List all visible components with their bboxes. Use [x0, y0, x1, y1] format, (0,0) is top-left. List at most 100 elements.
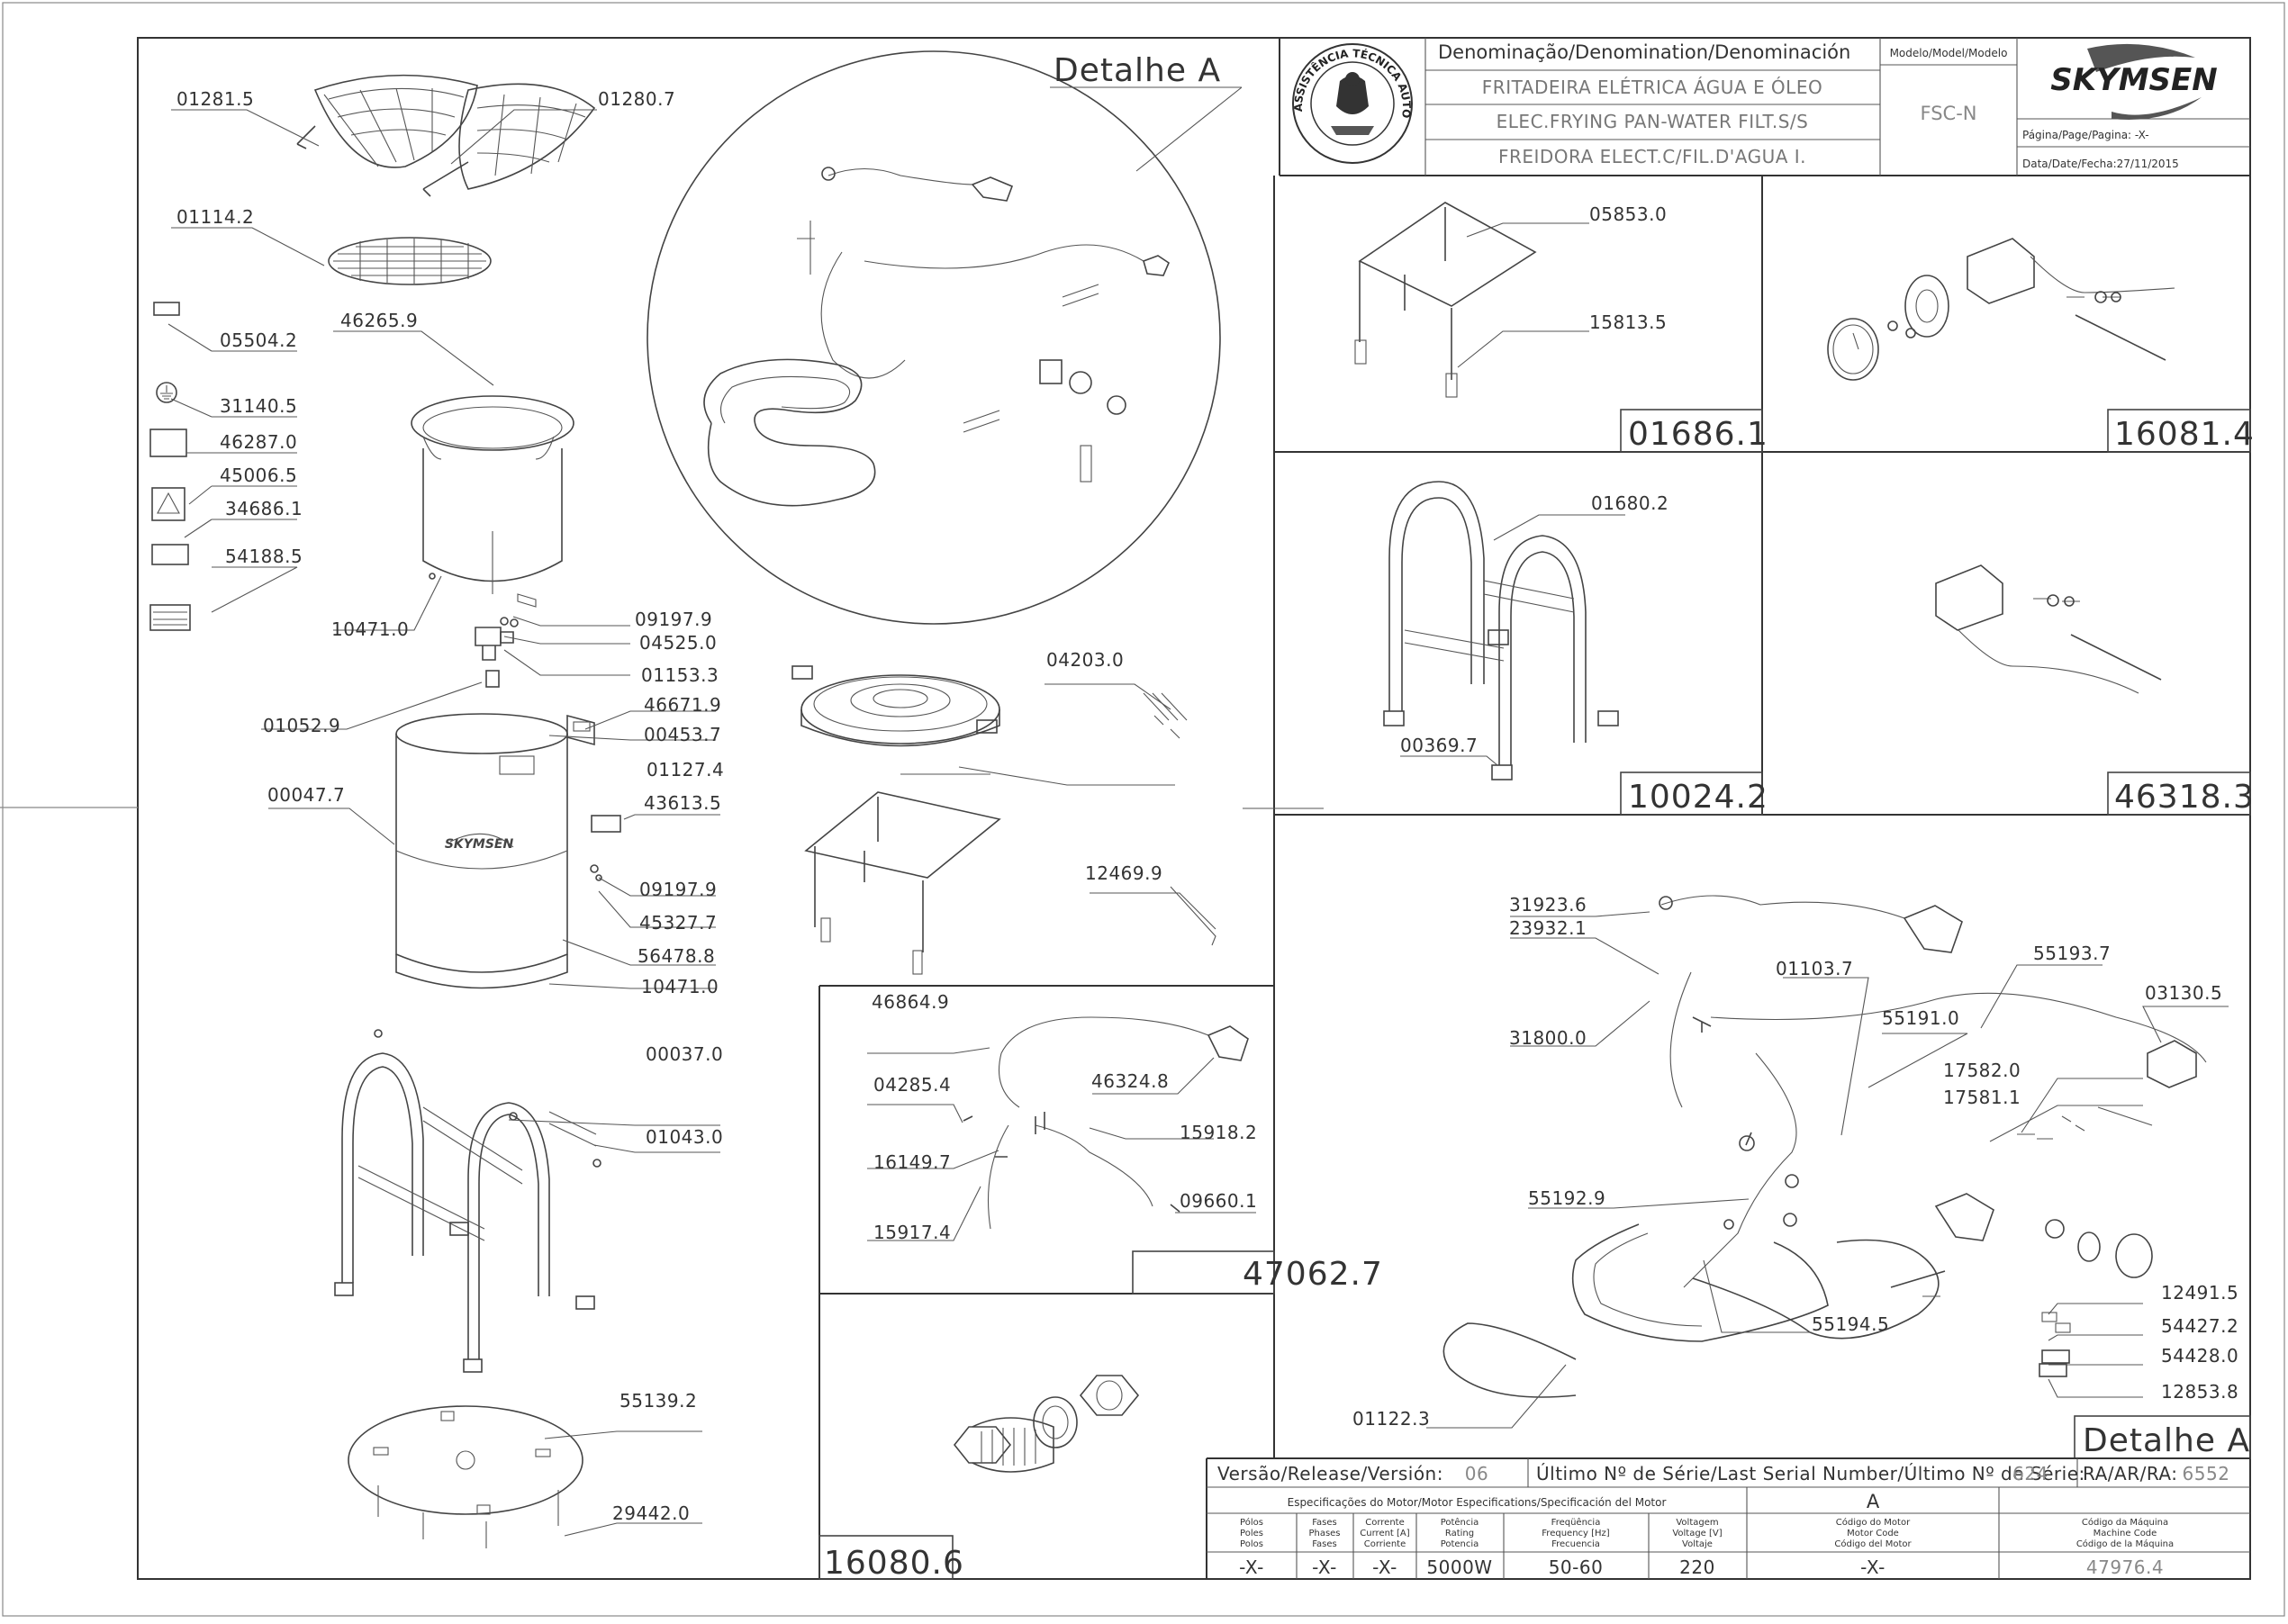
- svg-text:Código del Motor: Código del Motor: [1834, 1538, 1912, 1549]
- phases-value: -X-: [1312, 1556, 1337, 1578]
- svg-text:Corriente: Corriente: [1364, 1539, 1406, 1549]
- part-label: 09660.1: [1180, 1190, 1257, 1212]
- part-label: 09197.9: [635, 609, 712, 630]
- svg-text:Voltage [V]: Voltage [V]: [1672, 1529, 1722, 1538]
- spec-col-voltage: Voltagem Voltage [V] Voltaje 220: [1672, 1518, 1722, 1578]
- part-label: 12853.8: [2161, 1381, 2238, 1403]
- sub-assembly-code: 47062.7: [1243, 1256, 1383, 1293]
- spec-col-poles: Pólos Poles Polos -X-: [1239, 1517, 1264, 1578]
- svg-text:Frecuencia: Frecuencia: [1551, 1539, 1600, 1549]
- sub-assembly-code: 16081.4: [2114, 416, 2255, 453]
- voltage-value: 220: [1679, 1556, 1715, 1578]
- detail-a-title: Detalhe A: [1054, 52, 1221, 89]
- svg-text:Corrente: Corrente: [1365, 1518, 1405, 1528]
- part-label: 01680.2: [1591, 492, 1669, 514]
- part-label: 15918.2: [1180, 1122, 1257, 1143]
- svg-text:Frequency [Hz]: Frequency [Hz]: [1542, 1529, 1610, 1538]
- model-value: FSC-N: [1921, 103, 1977, 124]
- svg-text:Phases: Phases: [1308, 1529, 1340, 1538]
- svg-text:Código da Máquina: Código da Máquina: [2082, 1517, 2168, 1528]
- drum-logo: SKYMSEN: [445, 837, 514, 852]
- part-label: 04285.4: [873, 1074, 951, 1096]
- rating-value: 5000W: [1426, 1556, 1492, 1578]
- part-labels-main: 01281.5 01280.7 01114.2 05504.2 46265.9 …: [176, 88, 1162, 1524]
- sub-assembly-47062: [818, 985, 1275, 1579]
- main-exploded-view: SKYMSEN: [149, 74, 1216, 1548]
- part-label: 05853.0: [1589, 203, 1667, 225]
- sub-assembly-code: 46318.3: [2114, 779, 2255, 816]
- part-labels-boxes: 16080.6 01686.1 05853.0 15813.5 16081.4 …: [824, 203, 2255, 1582]
- spec-col-machine-code: Código da Máquina Machine Code Código de…: [2076, 1517, 2174, 1578]
- part-label: 29442.0: [612, 1502, 690, 1524]
- svg-text:Freqüência: Freqüência: [1551, 1517, 1601, 1528]
- leader-lines: [167, 109, 1324, 1537]
- ground-symbol-icon: [156, 382, 177, 403]
- part-label: 01280.7: [598, 88, 675, 110]
- part-label: 05504.2: [220, 329, 297, 351]
- part-label: 55194.5: [1812, 1313, 1889, 1335]
- part-label: 00037.0: [646, 1043, 723, 1065]
- model-label: Modelo/Model/Modelo: [1890, 47, 2008, 59]
- warning-plate-icon: [149, 429, 187, 457]
- part-label: 15917.4: [873, 1222, 951, 1243]
- part-labels-47062: 47062.7 46864.9 04285.4 46324.8 15918.2 …: [872, 991, 1383, 1293]
- part-label: 54427.2: [2161, 1315, 2238, 1337]
- svg-text:Potencia: Potencia: [1441, 1539, 1479, 1549]
- spec-col-rating: Potência Rating Potencia 5000W: [1426, 1517, 1492, 1578]
- svg-text:Voltaje: Voltaje: [1682, 1539, 1713, 1549]
- part-label: 03130.5: [2145, 982, 2222, 1004]
- detail-a-callout: Detalhe A: [647, 50, 1243, 625]
- part-label: 16149.7: [873, 1151, 951, 1173]
- poles-value: -X-: [1239, 1556, 1264, 1578]
- part-label: 00453.7: [644, 724, 721, 745]
- part-label: 10471.0: [331, 618, 409, 640]
- part-label: 55192.9: [1528, 1187, 1605, 1209]
- page-label: Página/Page/Pagina: -X-: [2022, 129, 2149, 141]
- part-label: 09197.9: [639, 879, 717, 900]
- brand-logo-text: SKYMSEN: [2050, 62, 2217, 98]
- serial-label: Último Nº de Série/Last Serial Number/Úl…: [1536, 1463, 2085, 1484]
- svg-text:Motor Code: Motor Code: [1847, 1529, 1899, 1538]
- svg-text:Pólos: Pólos: [1240, 1517, 1263, 1528]
- svg-text:Fases: Fases: [1312, 1539, 1337, 1549]
- part-label: 01127.4: [647, 759, 724, 780]
- sub-assembly-code: 16080.6: [824, 1545, 964, 1582]
- part-label: 45327.7: [639, 912, 717, 934]
- part-label: 17582.0: [1943, 1060, 2021, 1081]
- part-label: 34686.1: [225, 498, 303, 519]
- part-label: 12491.5: [2161, 1282, 2238, 1304]
- svg-text:Current [A]: Current [A]: [1360, 1529, 1409, 1538]
- machine-code-value: 47976.4: [2086, 1556, 2164, 1578]
- part-label: 01103.7: [1776, 958, 1853, 979]
- product-name-pt: FRITADEIRA ELÉTRICA ÁGUA E ÓLEO: [1482, 77, 1822, 98]
- version-value: 06: [1465, 1463, 1488, 1484]
- part-label: 12469.9: [1085, 862, 1162, 884]
- part-label: 54188.5: [225, 546, 303, 567]
- drawing-frame: [137, 37, 2251, 1580]
- detail-box-title: Detalhe A: [2083, 1422, 2250, 1459]
- sub-assembly-code: 01686.1: [1628, 416, 1768, 453]
- motor-code-value: -X-: [1860, 1556, 1886, 1578]
- svg-text:Poles: Poles: [1240, 1529, 1263, 1538]
- motor-spec-label: Especificações do Motor/Motor Especifica…: [1288, 1496, 1667, 1509]
- footer-table: Versão/Release/Versión: 06 Último Nº de …: [1206, 1457, 2250, 1579]
- part-label: 01122.3: [1352, 1408, 1430, 1430]
- part-labels-detail: Detalhe A 31923.6 23932.1 31800.0 01103.…: [1352, 894, 2250, 1459]
- part-label: 46287.0: [220, 431, 297, 453]
- ra-label: RA/AR/RA:: [2083, 1463, 2177, 1484]
- svg-text:Potência: Potência: [1441, 1517, 1479, 1528]
- part-label: 01114.2: [176, 206, 254, 228]
- ra-value: 6552: [2183, 1463, 2230, 1484]
- spec-plate-icon: [151, 544, 189, 565]
- svg-text:Fases: Fases: [1312, 1518, 1337, 1528]
- svg-text:Rating: Rating: [1445, 1529, 1474, 1538]
- power-plate-icon: [151, 487, 185, 521]
- product-name-es: FREIDORA ELECT.C/FIL.D'AGUA I.: [1498, 146, 1806, 167]
- part-label: 46864.9: [872, 991, 949, 1013]
- svg-text:Código de la Máquina: Código de la Máquina: [2076, 1538, 2174, 1549]
- part-label: 55191.0: [1882, 1007, 1959, 1029]
- part-label: 31140.5: [220, 395, 297, 417]
